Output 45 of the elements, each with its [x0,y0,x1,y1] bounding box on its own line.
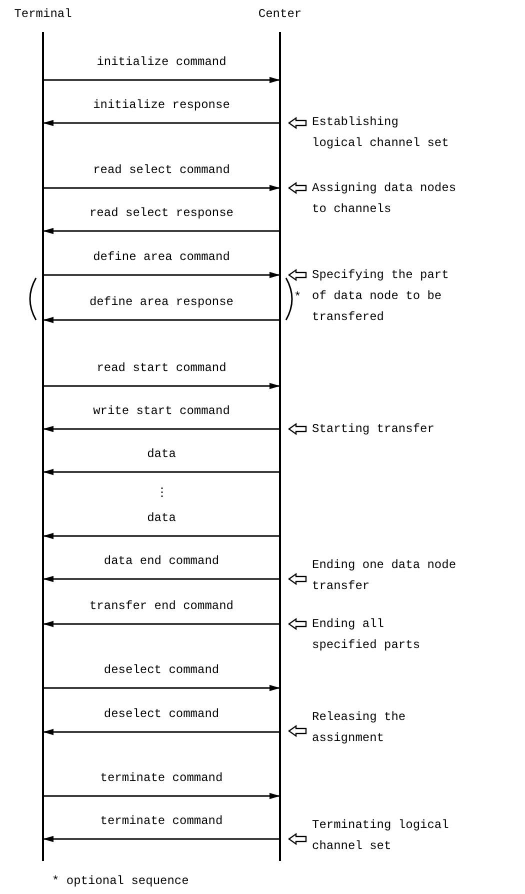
step-annotation: Ending one data node transfer [312,557,458,595]
footnote: * optional sequence [52,873,190,890]
step-annotation: Starting transfer [312,421,436,438]
message-label: define area response [88,294,235,310]
message-arrow [43,728,280,736]
step-annotation: Terminating logical channel set [312,817,450,855]
message-arrow [43,620,280,628]
message-arrow [43,532,280,540]
message-label: data end command [102,553,220,569]
message-arrow [43,468,280,476]
message-arrow [43,836,280,842]
step-annotation: Releasing the assignment [312,709,407,747]
step-annotation: Specifying the part of data node to be transfered [312,267,450,326]
message-arrow [43,228,280,234]
asterisk-mark: * [294,289,302,306]
message-arrow [43,316,280,324]
ellipsis-mark: ⋮ [156,485,166,502]
message-arrow [43,576,280,582]
step-annotation: Ending all specified parts [312,616,422,654]
message-label: define area command [92,249,231,265]
message-arrow [43,120,280,126]
message-label: terminate command [99,813,224,829]
message-label: deselect command [102,662,220,678]
step-annotation: Establishing logical channel set [312,114,450,152]
message-arrow [43,382,280,390]
message-arrow [43,272,280,278]
step-annotation: Assigning data nodes to channels [312,180,458,218]
message-label: transfer end command [88,598,235,614]
message-arrow [43,76,280,84]
message-arrow [43,426,280,432]
message-label: initialize command [96,54,228,70]
message-label: read start command [96,360,228,376]
message-label: read select command [92,162,231,178]
message-label: data [146,510,177,526]
message-label: data [146,446,177,462]
message-label: read select response [88,205,235,221]
message-arrow [43,792,280,800]
message-label: terminate command [99,770,224,786]
participant-label: Center [258,6,302,22]
message-label: initialize response [92,97,231,113]
message-label: write start command [92,403,231,419]
message-arrow [43,184,280,192]
participant-label: Terminal [14,6,72,22]
message-arrow [43,684,280,692]
message-label: deselect command [102,706,220,722]
